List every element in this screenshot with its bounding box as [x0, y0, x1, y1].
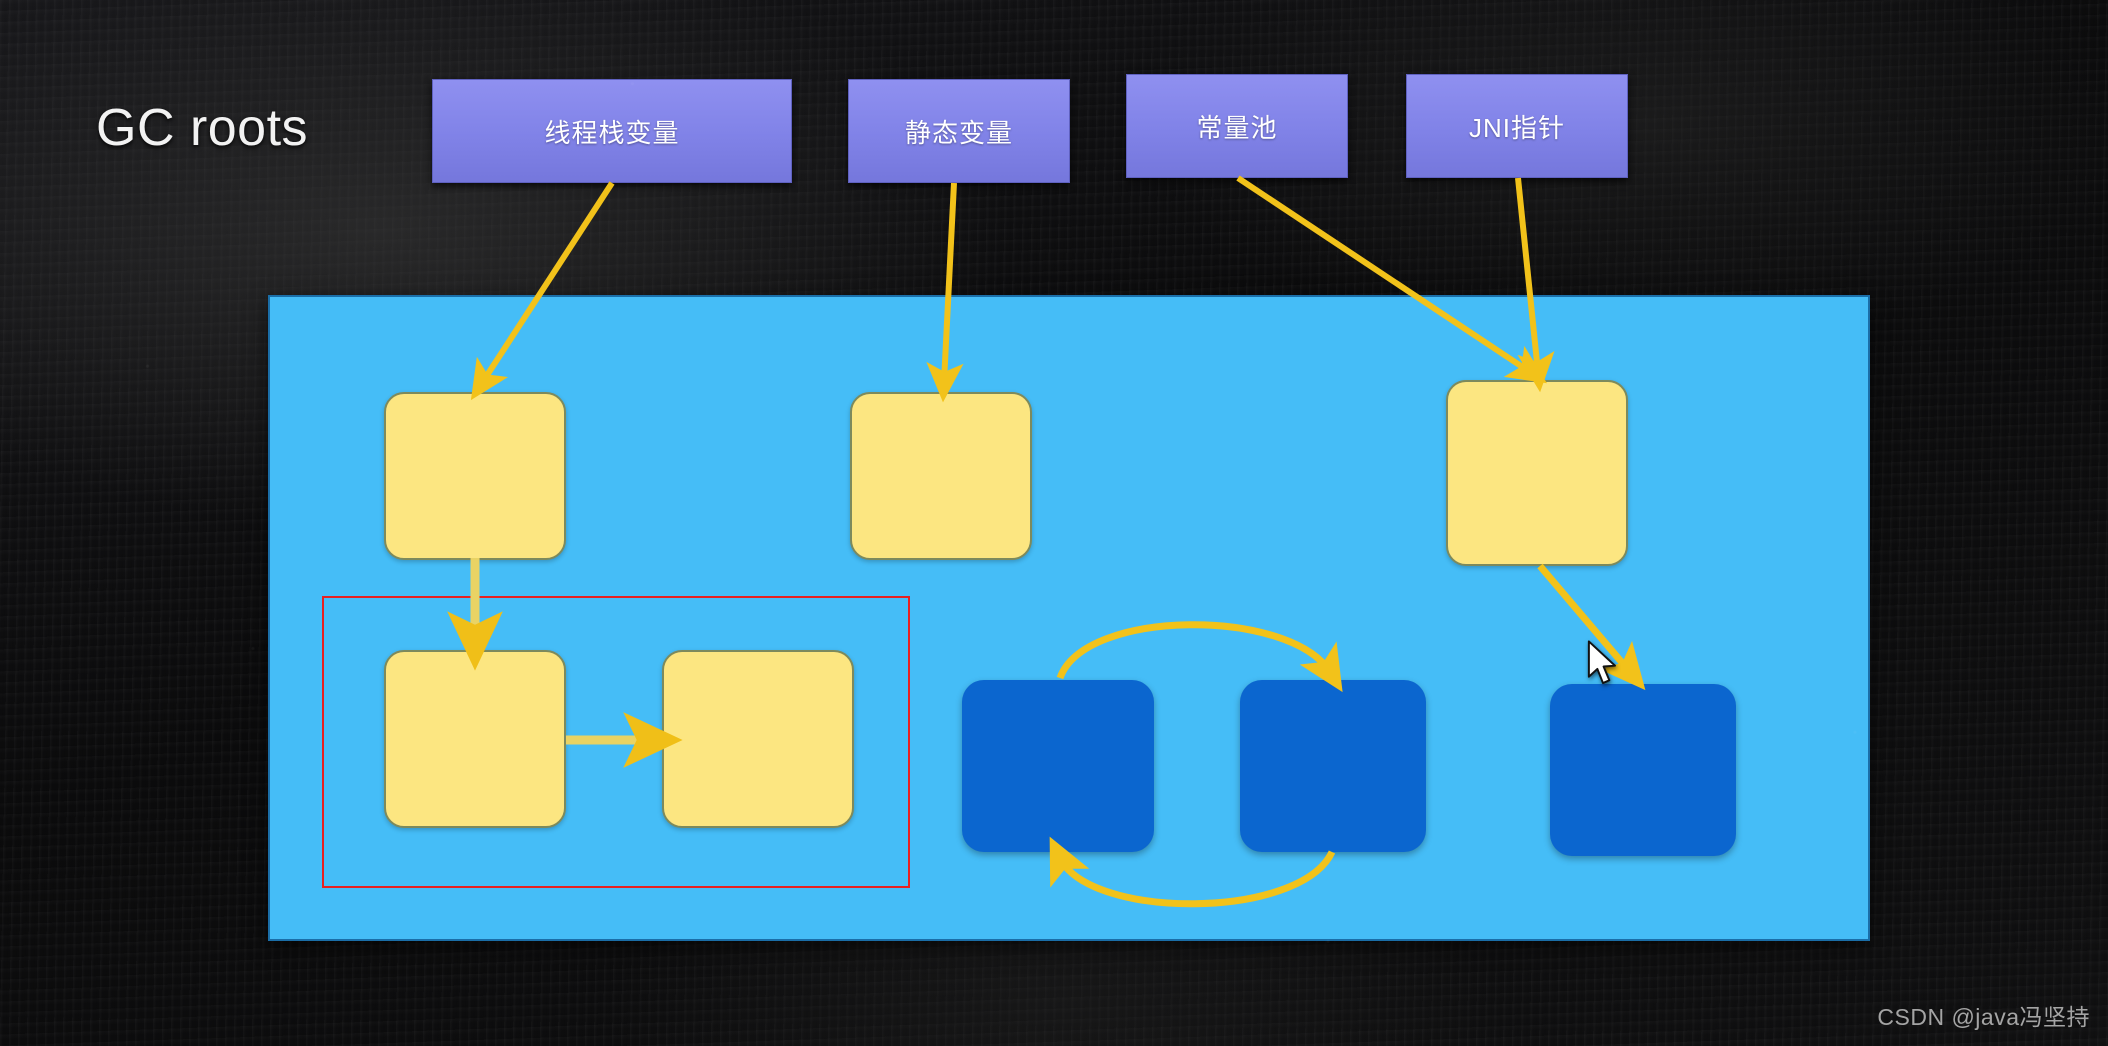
dead-object-1[interactable] — [962, 680, 1154, 852]
heap-memory-panel — [268, 295, 1870, 941]
gc-root-label: 常量池 — [1196, 112, 1278, 143]
live-object-3[interactable] — [1446, 380, 1628, 566]
gc-root-constant-pool[interactable]: 常量池 — [1126, 74, 1348, 178]
watermark: CSDN @java冯坚持 — [1877, 1004, 2090, 1030]
page-title: GC roots — [96, 99, 309, 157]
live-object-2[interactable] — [850, 392, 1032, 560]
unreachable-island-highlight — [322, 596, 910, 888]
gc-root-thread-stack-vars[interactable]: 线程栈变量 — [432, 79, 792, 183]
live-object-5[interactable] — [662, 650, 854, 828]
gc-root-jni-pointer[interactable]: JNI指针 — [1406, 74, 1628, 178]
gc-root-label: 静态变量 — [904, 117, 1013, 148]
gc-root-label: JNI指针 — [1468, 112, 1565, 143]
live-object-4[interactable] — [384, 650, 566, 828]
dead-object-3[interactable] — [1550, 684, 1736, 856]
dead-object-2[interactable] — [1240, 680, 1426, 852]
gc-root-static-vars[interactable]: 静态变量 — [848, 79, 1070, 183]
gc-root-label: 线程栈变量 — [544, 117, 680, 148]
live-object-1[interactable] — [384, 392, 566, 560]
